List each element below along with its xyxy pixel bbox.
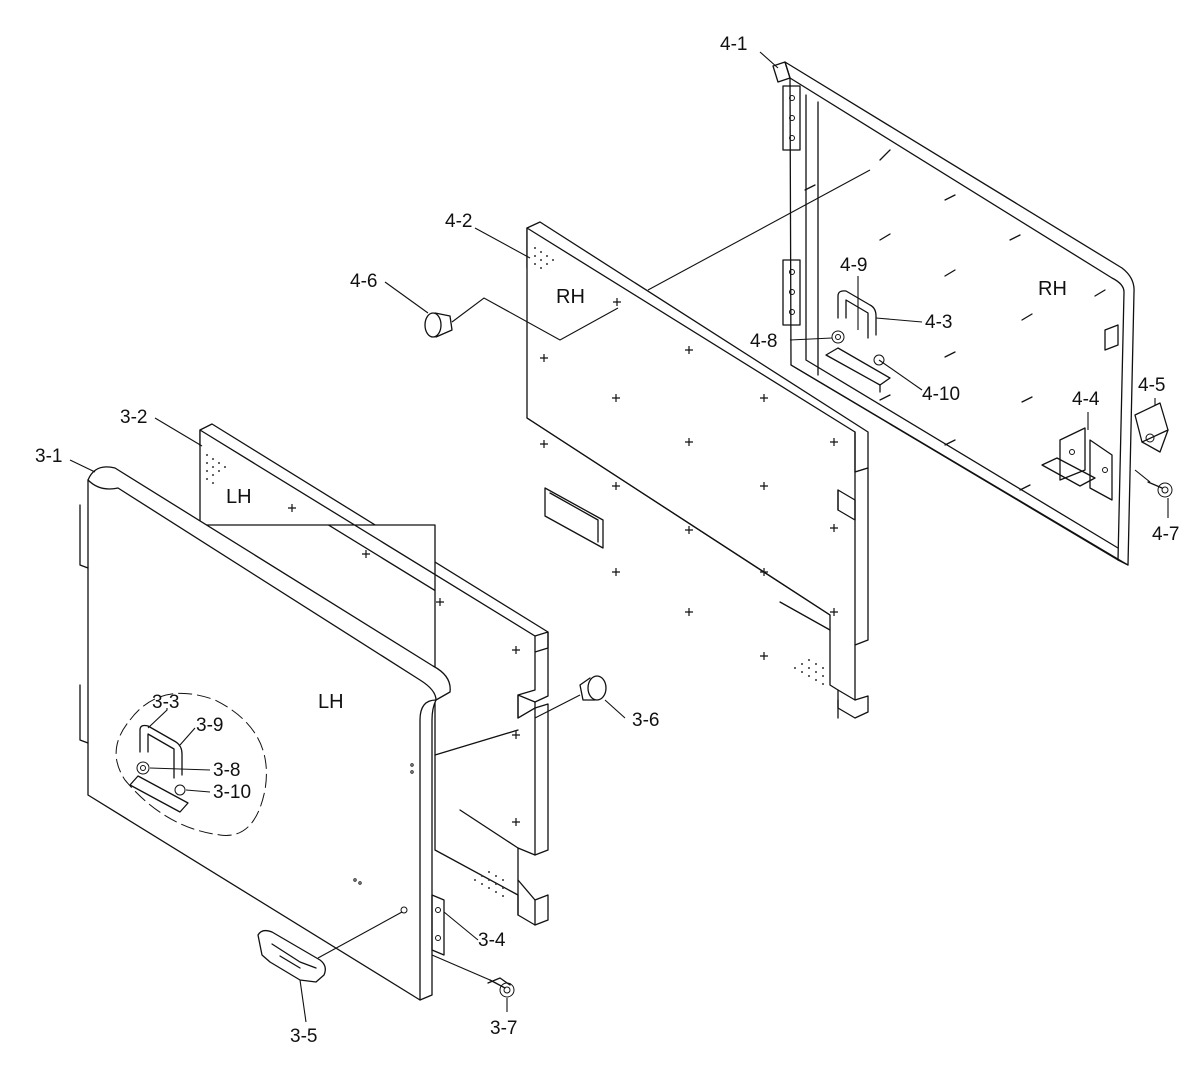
lh-screw xyxy=(487,977,515,998)
callout-4-4: 4-4 xyxy=(1072,389,1100,410)
callout-3-10: 3-10 xyxy=(213,782,251,803)
callout-4-6: 4-6 xyxy=(350,271,377,292)
lh-handle-assembly xyxy=(129,724,189,813)
callout-3-7: 3-7 xyxy=(490,1018,517,1039)
label-rh-outer: RH xyxy=(1038,278,1067,300)
callout-3-4: 3-4 xyxy=(478,930,506,951)
panel-labels: LH LH RH RH xyxy=(226,278,1067,713)
lh-hinge-bracket xyxy=(431,894,445,956)
rh-knob xyxy=(424,297,619,341)
callout-3-2: 3-2 xyxy=(120,407,147,428)
callout-4-3: 4-3 xyxy=(925,312,952,333)
callout-3-9: 3-9 xyxy=(196,715,223,736)
callout-3-6: 3-6 xyxy=(632,710,659,731)
callout-3-3: 3-3 xyxy=(152,692,179,713)
rh-outer-cover xyxy=(772,61,1135,566)
leader-lines xyxy=(69,51,1169,1023)
lh-knob xyxy=(534,675,607,719)
label-lh-inner: LH xyxy=(226,486,252,508)
label-lh-outer: LH xyxy=(318,691,344,713)
callout-4-9: 4-9 xyxy=(840,255,867,276)
label-rh-inner: RH xyxy=(556,286,585,308)
callout-3-5: 3-5 xyxy=(290,1026,317,1047)
callout-3-1: 3-1 xyxy=(35,446,62,467)
rh-latch-part xyxy=(1134,402,1169,453)
rh-inner-panel xyxy=(526,221,869,719)
rh-hinge-bracket xyxy=(1041,427,1113,501)
callout-3-8: 3-8 xyxy=(213,760,240,781)
callout-4-8: 4-8 xyxy=(750,331,777,352)
lh-pull-handle xyxy=(257,911,403,983)
rh-screw xyxy=(1147,481,1173,498)
callout-4-2: 4-2 xyxy=(445,211,472,232)
callouts: 4-1 4-2 4-6 4-9 4-3 4-8 4-10 4-4 4-5 4-7… xyxy=(35,34,1179,1047)
lh-inner-panel xyxy=(199,423,549,926)
guide-line-rh xyxy=(647,169,871,291)
callout-4-5: 4-5 xyxy=(1138,375,1165,396)
callout-4-10: 4-10 xyxy=(922,384,960,405)
callout-4-1: 4-1 xyxy=(720,34,747,55)
callout-4-7: 4-7 xyxy=(1152,524,1179,545)
lh-outer-cover xyxy=(79,466,451,1001)
